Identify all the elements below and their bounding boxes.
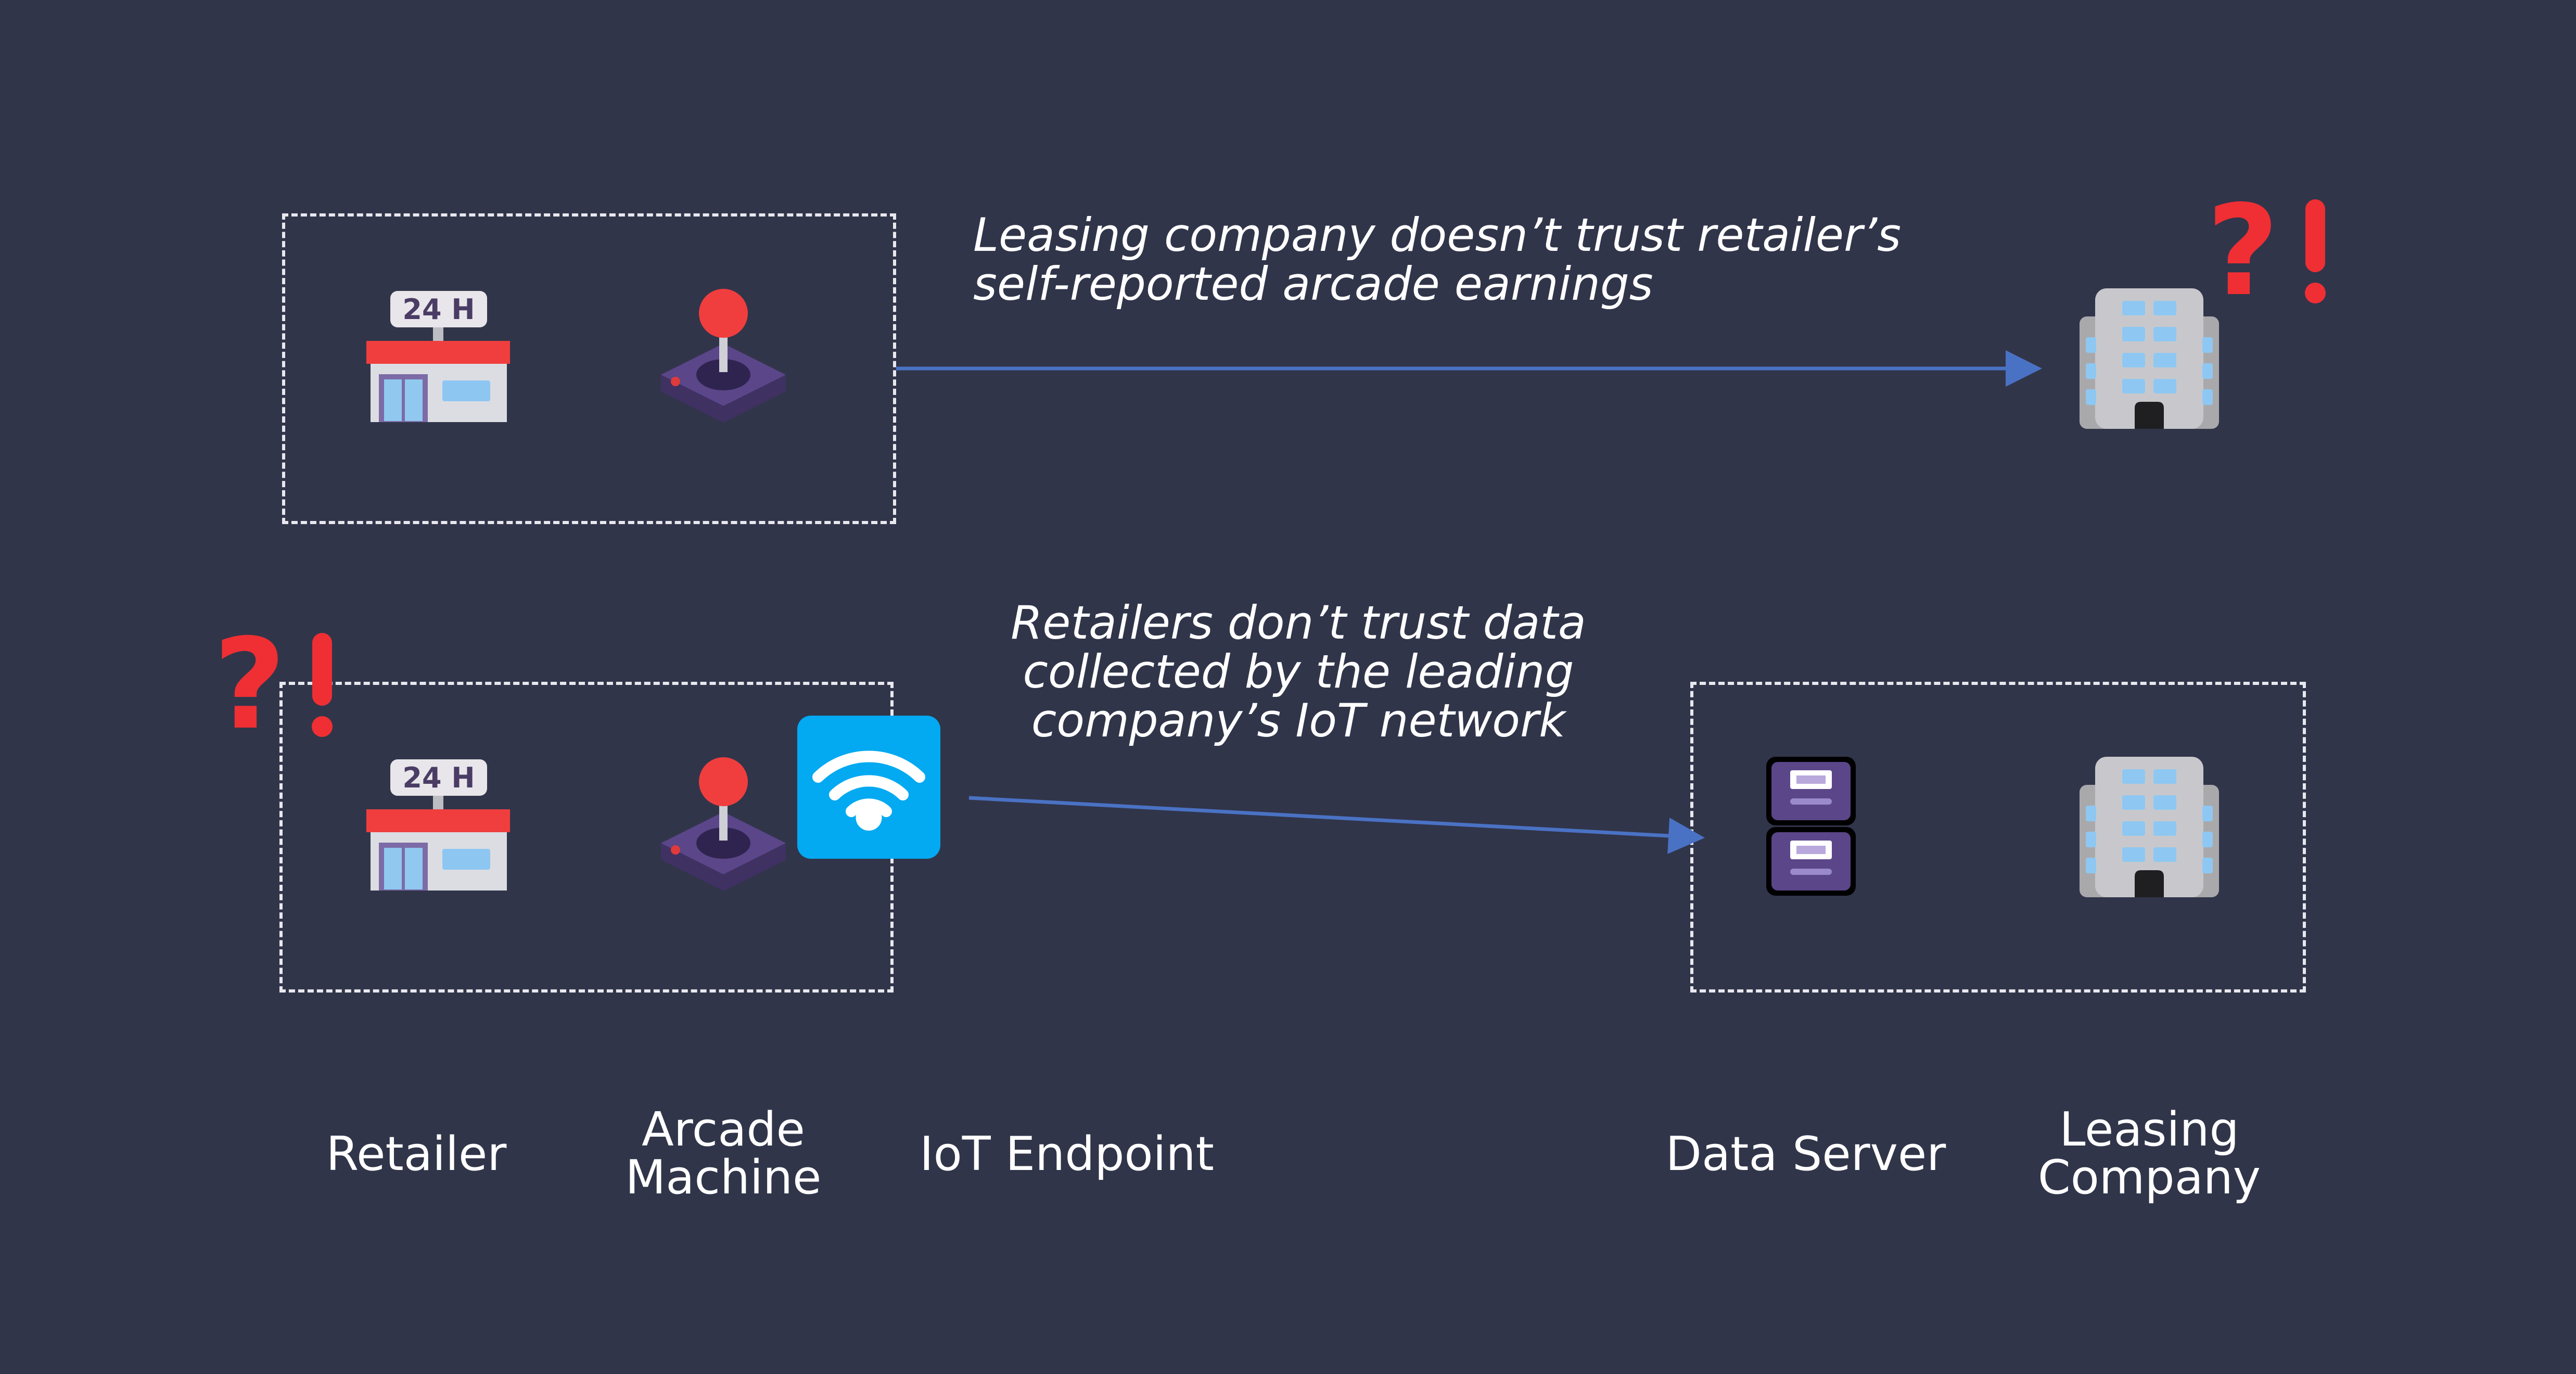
label-text: Data Server [1665,1127,1946,1181]
label-arcade-machine: Arcade Machine [567,1106,879,1202]
joystick-icon [661,289,786,423]
caption-line: Retailers don’t trust data [1011,596,1586,650]
caption-line: company’s IoT network [1031,694,1566,747]
scenario-2-caption: Retailers don’t trust data collected by … [986,599,1611,745]
label-text: Machine [625,1150,822,1205]
svg-text:?: ? [213,629,286,743]
iot-data-arrow [968,796,1705,854]
label-data-server: Data Server [1624,1130,1988,1178]
label-leasing-company: Leasing Company [1967,1106,2331,1202]
store-sign-text: 24 H [402,761,475,794]
label-text: Company [2037,1150,2261,1205]
store-sign-text: 24 H [402,293,475,326]
label-text: Retailer [326,1127,507,1181]
file-cabinet-icon [1766,757,1856,896]
joystick-icon [661,757,786,891]
retailer-arcade-group-top [282,213,896,524]
label-text: Leasing [2059,1102,2239,1157]
question-exclamation-icon: ? [2207,195,2326,310]
label-text: IoT Endpoint [920,1127,1214,1181]
wifi-icon [797,716,940,859]
office-building-icon [2080,288,2219,429]
caption-line: collected by the leading [1023,645,1574,698]
label-iot-endpoint: IoT Endpoint [885,1130,1249,1178]
question-exclamation-icon: ? [213,629,333,743]
convenience-store-icon: 24 H [366,291,510,422]
label-text: Arcade [642,1102,805,1157]
label-retailer: Retailer [260,1130,572,1178]
office-building-icon [2080,757,2219,897]
convenience-store-icon: 24 H [366,759,510,890]
svg-text:?: ? [2207,195,2279,310]
